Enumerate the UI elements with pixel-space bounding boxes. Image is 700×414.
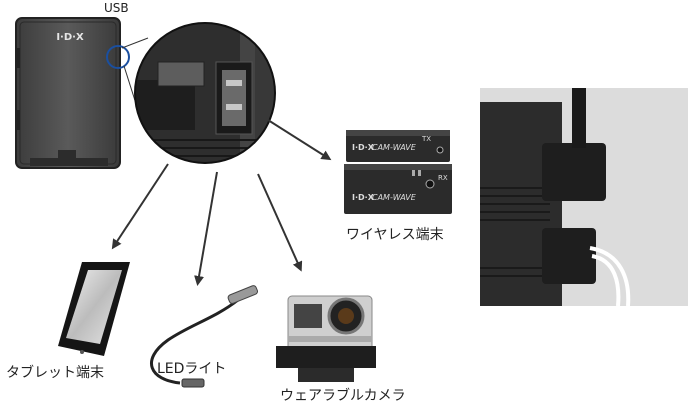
camera-label: ウェアラブルカメラ: [280, 388, 406, 404]
wearable-camera: [276, 295, 376, 382]
rx-model: CAM-WAVE: [372, 193, 417, 202]
usb-port-highlight: [106, 45, 130, 69]
battery-pack: I·D·X: [15, 17, 130, 169]
led-light: [150, 285, 259, 388]
arrow-to-led: [194, 171, 218, 286]
arrow-to-wireless: [267, 119, 332, 161]
tablet-label: タブレット端末: [6, 365, 104, 381]
usb-label: USB: [104, 1, 129, 15]
led-label: LEDライト: [157, 361, 227, 377]
tx-model: CAM-WAVE: [372, 143, 417, 152]
wireless-tx-unit: I·D·X CAM-WAVE TX: [346, 130, 450, 162]
zoom-guide-line: [121, 37, 149, 49]
usb-connection-photo: [480, 88, 688, 306]
wireless-rx-unit: I·D·X CAM-WAVE RX: [344, 164, 452, 214]
usb-port-zoom: [134, 22, 276, 164]
arrow-to-camera: [257, 173, 303, 272]
tx-brand: I·D·X: [352, 143, 375, 152]
rx-brand: I·D·X: [352, 193, 375, 202]
battery-logo: I·D·X: [56, 32, 84, 43]
usb-connection-photo-art: [480, 88, 688, 306]
tx-tag: TX: [421, 135, 431, 143]
tablet-device: [58, 262, 130, 356]
rx-tag: RX: [438, 174, 448, 182]
wireless-label: ワイヤレス端末: [346, 227, 444, 243]
arrow-to-tablet: [111, 163, 169, 250]
